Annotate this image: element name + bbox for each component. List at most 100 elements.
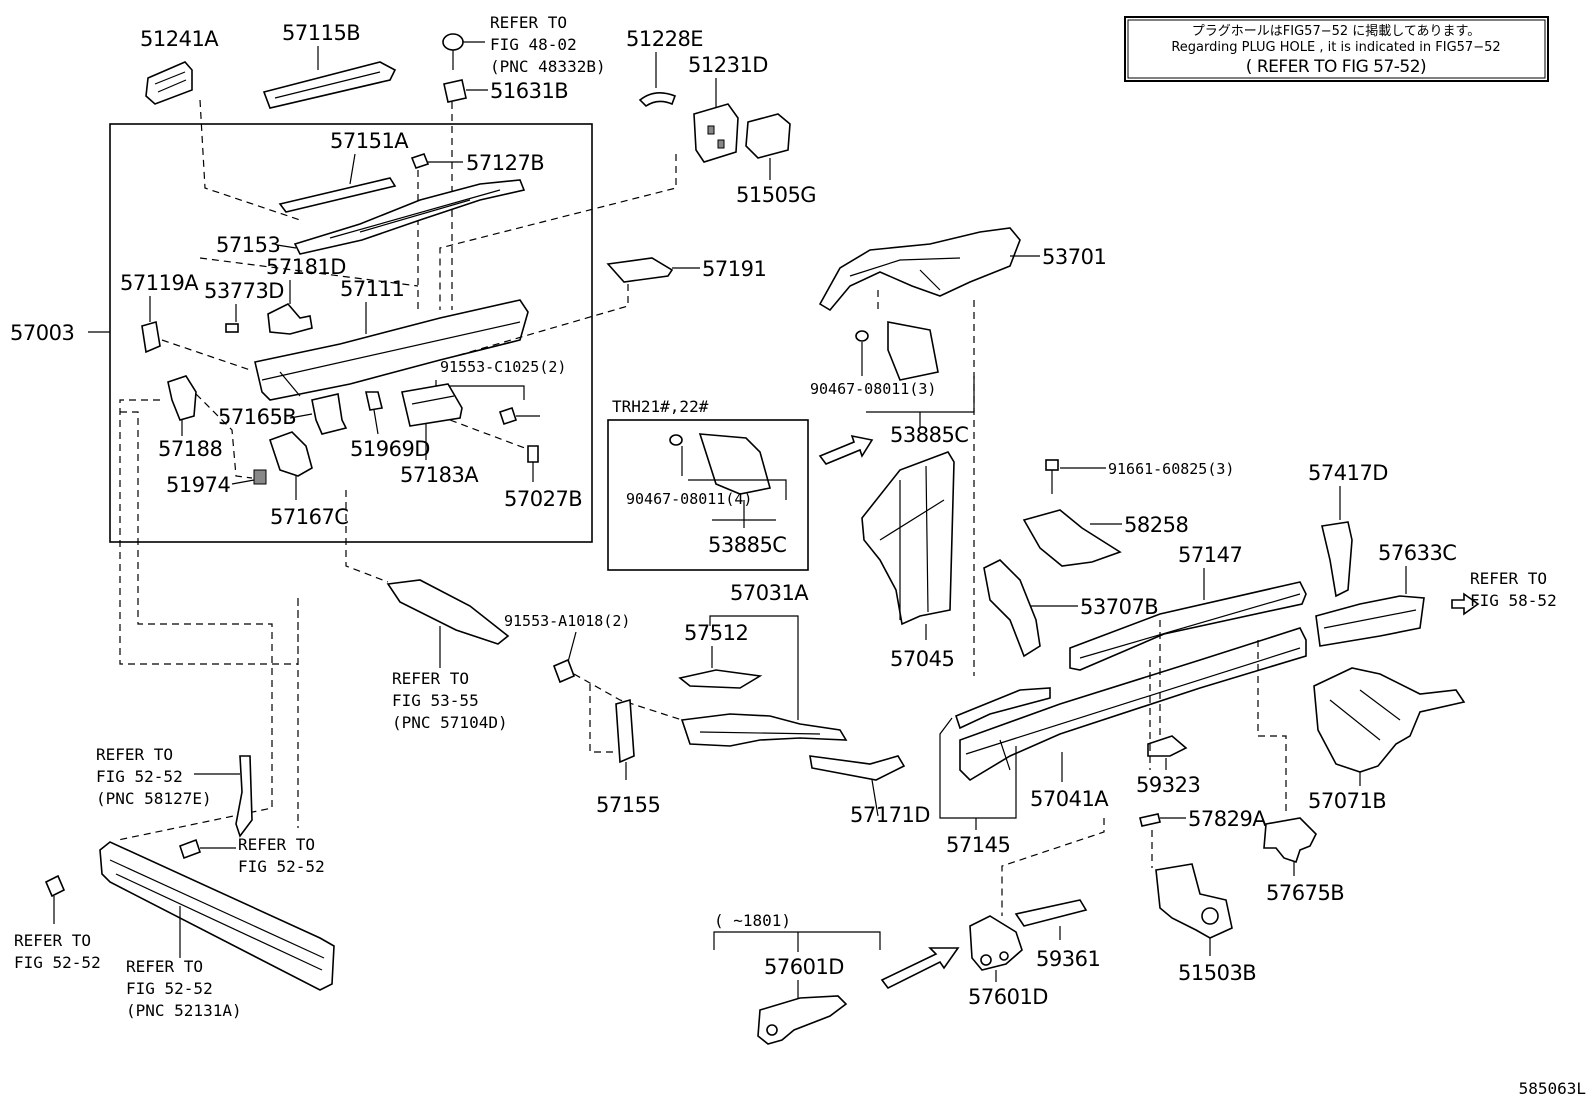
part-label-59361[interactable]: 59361: [1036, 947, 1101, 971]
part-label-51503B[interactable]: 51503B: [1178, 961, 1257, 985]
part-57111[interactable]: [254, 299, 529, 401]
part-57071B[interactable]: [1313, 667, 1466, 773]
part-57188[interactable]: [167, 375, 197, 421]
part-57119A[interactable]: [141, 320, 161, 354]
part-label-90467-4[interactable]: 90467-08011(4): [626, 490, 752, 508]
part-label-57115B[interactable]: 57115B: [282, 21, 361, 45]
part-label-51241A[interactable]: 51241A: [140, 27, 220, 51]
part-label-57151A[interactable]: 57151A: [330, 129, 410, 153]
part-label-51631B[interactable]: 51631B: [490, 79, 569, 103]
part-57041A[interactable]: [959, 627, 1307, 782]
part-59323[interactable]: [1147, 735, 1188, 757]
bolt-90467-3[interactable]: [855, 330, 869, 342]
part-57191[interactable]: [606, 257, 674, 283]
part-57829A[interactable]: [1139, 813, 1161, 827]
part-51974[interactable]: [253, 469, 267, 485]
part-label-57119A[interactable]: 57119A: [120, 271, 200, 295]
part-label-57153[interactable]: 57153: [216, 233, 281, 257]
part-51241A[interactable]: [145, 61, 193, 105]
part-label-91553-C1025[interactable]: 91553-C1025(2): [440, 358, 566, 376]
plug-48332B[interactable]: [442, 33, 464, 51]
part-51969D[interactable]: [365, 391, 383, 411]
part-label-53885C[interactable]: 53885C: [890, 423, 969, 447]
part-label-57147[interactable]: 57147: [1178, 543, 1243, 567]
part-label-53701[interactable]: 53701: [1042, 245, 1107, 269]
part-label-91661[interactable]: 91661-60825(3): [1108, 460, 1234, 478]
part-53885C-shape[interactable]: [887, 321, 939, 381]
part-53707B[interactable]: [983, 559, 1041, 658]
part-57171D[interactable]: [809, 755, 906, 781]
part-label-59323[interactable]: 59323: [1136, 773, 1201, 797]
bolt-91553-C1025[interactable]: [498, 406, 518, 426]
part-label-57027B[interactable]: 57027B: [504, 487, 583, 511]
part-label-57003[interactable]: 57003: [10, 321, 75, 345]
bolt-91661[interactable]: [1045, 459, 1059, 471]
part-51231D[interactable]: [693, 103, 739, 163]
part-label-57127B[interactable]: 57127B: [466, 151, 545, 175]
part-53885C-variant[interactable]: [698, 433, 772, 495]
part-57181D[interactable]: [267, 303, 313, 335]
part-label-53707B[interactable]: 53707B: [1080, 595, 1159, 619]
part-label-51228E[interactable]: 51228E: [626, 27, 704, 51]
part-57601D-a[interactable]: [757, 995, 848, 1045]
part-51631B[interactable]: [443, 79, 467, 103]
part-label-57601D-b[interactable]: 57601D: [968, 985, 1048, 1009]
part-label-57045[interactable]: 57045: [890, 647, 955, 671]
part-57167C[interactable]: [268, 431, 313, 477]
part-57127B[interactable]: [410, 153, 430, 169]
part-58258[interactable]: [1022, 509, 1122, 567]
bolt-52-52-left[interactable]: [44, 874, 66, 898]
part-58127E[interactable]: [235, 755, 253, 838]
part-label-53773D[interactable]: 53773D: [204, 279, 284, 303]
part-label-57167C[interactable]: 57167C: [270, 505, 349, 529]
part-label-57188[interactable]: 57188: [158, 437, 223, 461]
part-label-57829A[interactable]: 57829A: [1188, 807, 1268, 831]
part-57145[interactable]: [955, 687, 1051, 730]
part-label-51231D[interactable]: 51231D: [688, 53, 768, 77]
part-51503B[interactable]: [1155, 863, 1233, 939]
part-label-57031A[interactable]: 57031A: [730, 581, 810, 605]
part-51228E[interactable]: [638, 92, 677, 108]
part-57151A[interactable]: [278, 177, 397, 213]
part-57104D[interactable]: [386, 579, 510, 645]
part-57512[interactable]: [678, 669, 763, 689]
part-57031A[interactable]: [680, 713, 848, 747]
part-label-57633C[interactable]: 57633C: [1378, 541, 1457, 565]
part-53701[interactable]: [818, 227, 1021, 312]
part-51505G[interactable]: [745, 113, 791, 159]
part-label-57155[interactable]: 57155: [596, 793, 661, 817]
part-label-57183A[interactable]: 57183A: [400, 463, 480, 487]
part-52131A[interactable]: [99, 841, 335, 991]
part-53773D[interactable]: [225, 323, 239, 333]
part-57417D[interactable]: [1321, 521, 1353, 598]
part-59361[interactable]: [1014, 899, 1088, 927]
part-label-58258[interactable]: 58258: [1124, 513, 1189, 537]
bolt-90467-4[interactable]: [669, 434, 683, 446]
part-label-90467-3[interactable]: 90467-08011(3): [810, 380, 936, 398]
part-label-57601D-a[interactable]: 57601D: [764, 955, 844, 979]
part-57633C[interactable]: [1315, 595, 1425, 647]
part-label-51974[interactable]: 51974: [166, 473, 231, 497]
part-label-57041A[interactable]: 57041A: [1030, 787, 1110, 811]
part-57675B[interactable]: [1263, 817, 1317, 864]
part-label-57145[interactable]: 57145: [946, 833, 1011, 857]
part-57155[interactable]: [615, 698, 635, 764]
part-57601D-b[interactable]: [969, 915, 1023, 971]
bolt-91553-A1018[interactable]: [552, 658, 576, 684]
part-label-51969D[interactable]: 51969D: [350, 437, 430, 461]
part-label-57071B[interactable]: 57071B: [1308, 789, 1387, 813]
part-label-57165B[interactable]: 57165B: [218, 405, 297, 429]
part-label-57171D[interactable]: 57171D: [850, 803, 930, 827]
part-label-57191[interactable]: 57191: [702, 257, 767, 281]
bolt-52-52[interactable]: [178, 838, 202, 860]
part-57165B[interactable]: [311, 393, 348, 435]
part-label-57512[interactable]: 57512: [684, 621, 749, 645]
part-label-57675B[interactable]: 57675B: [1266, 881, 1345, 905]
part-label-53885C-variant[interactable]: 53885C: [708, 533, 787, 557]
part-label-57417D[interactable]: 57417D: [1308, 461, 1388, 485]
part-label-51505G[interactable]: 51505G: [736, 183, 817, 207]
part-57045[interactable]: [861, 451, 955, 626]
part-57183A[interactable]: [401, 383, 463, 427]
part-label-91553-A1018[interactable]: 91553-A1018(2): [504, 612, 630, 630]
part-57027B[interactable]: [527, 445, 539, 463]
